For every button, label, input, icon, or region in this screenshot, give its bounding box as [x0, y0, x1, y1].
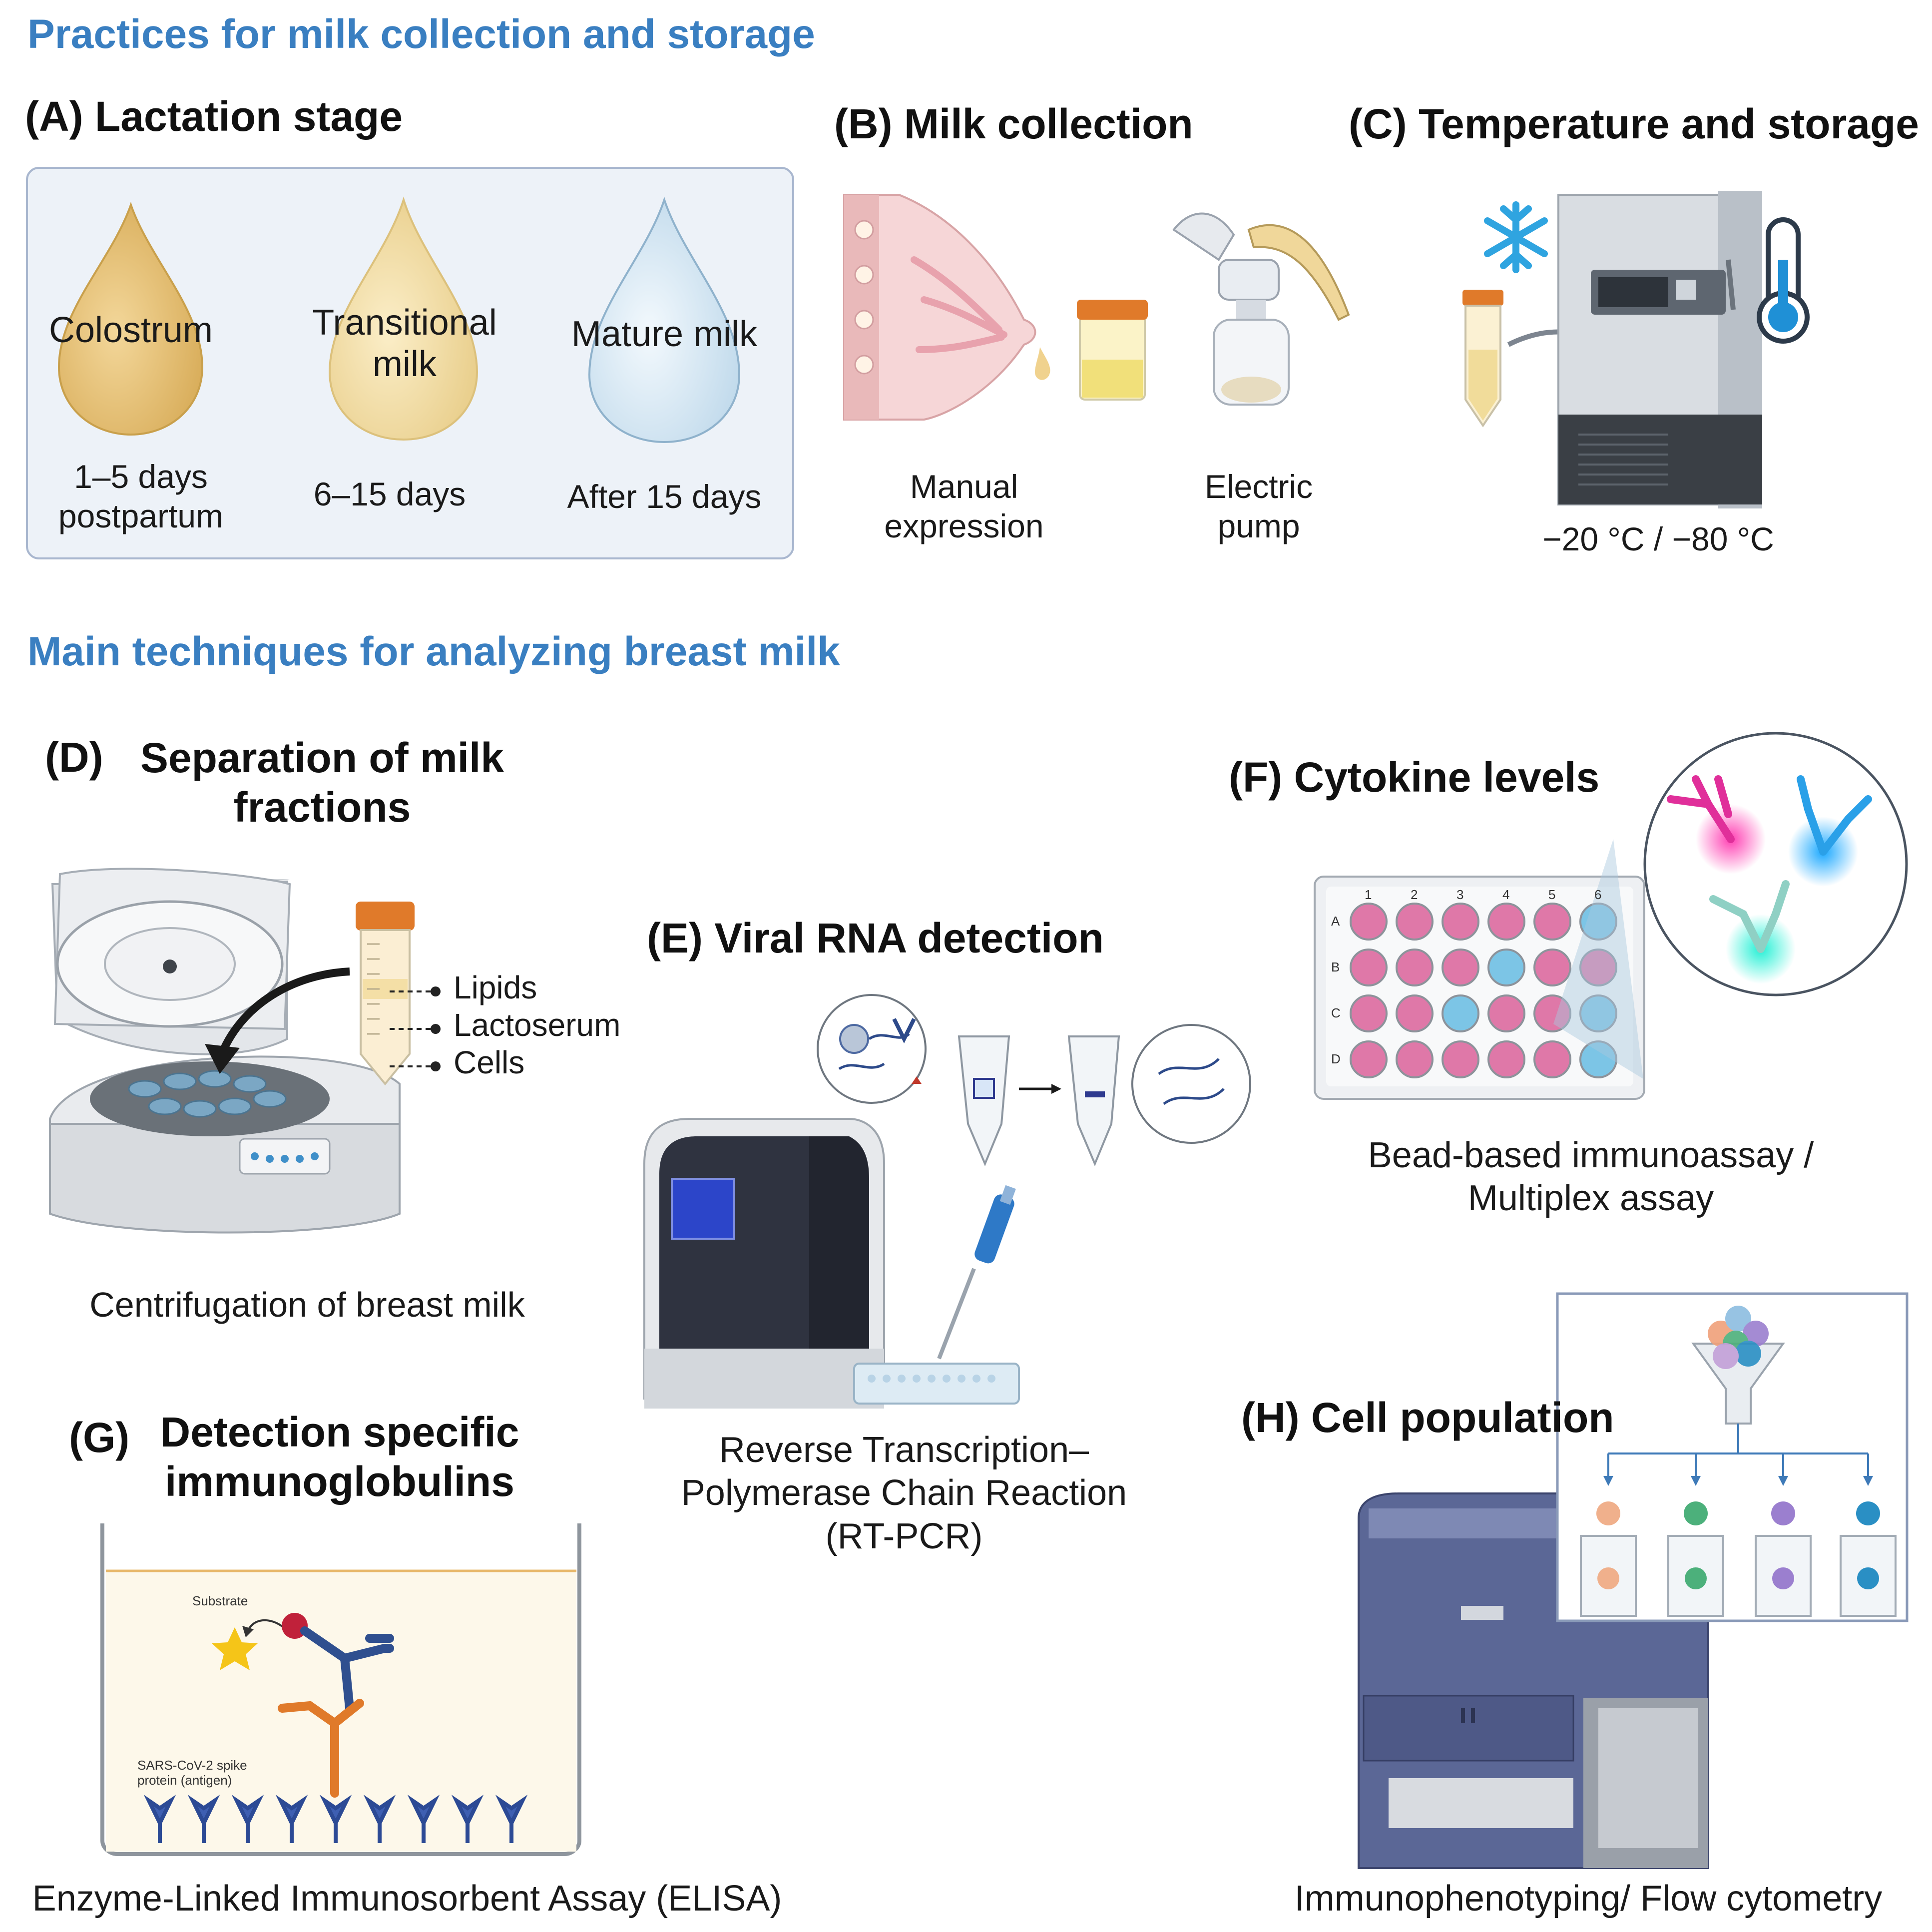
plate-well	[1396, 903, 1434, 941]
panel-e-title: (E) Viral RNA detection	[647, 915, 1104, 962]
centrifuge-icon	[49, 868, 401, 1234]
spike-antigen	[275, 1795, 308, 1843]
plate-well	[1396, 994, 1434, 1032]
microtube-icon	[958, 1024, 1251, 1167]
breast-illustration-icon	[843, 194, 1050, 421]
panel-d-title: Separation of milk fractions	[140, 734, 504, 831]
plate-column-label: 3	[1456, 887, 1464, 902]
plate-well	[1533, 994, 1571, 1032]
plate-well	[1579, 903, 1617, 941]
panel-a-title: (A) Lactation stage	[25, 93, 403, 140]
multiplex-caption: Bead-based immunoassay / Multiplex assay	[1368, 1135, 1814, 1219]
snowflake-icon	[1484, 201, 1548, 273]
panel-b-title: (B) Milk collection	[834, 100, 1193, 147]
flow-cytometry-caption: Immunophenotyping/ Flow cytometry	[1294, 1879, 1883, 1919]
mature-label: Mature milk	[571, 314, 758, 354]
plate-well	[1442, 949, 1479, 986]
falcon-tube-icon	[356, 902, 441, 1086]
plate-column-label: 1	[1365, 887, 1372, 902]
plate-well	[1533, 949, 1571, 986]
panel-g-title: Detection specific immunoglobulins	[160, 1409, 519, 1505]
panel-d-tag: (D)	[45, 734, 103, 781]
pcr-machine-icon	[643, 1118, 885, 1409]
colostrum-label: Colostrum	[31, 310, 231, 351]
electric-pump-icon	[1172, 212, 1350, 406]
colostrum-drop	[57, 201, 204, 436]
plate-well	[1579, 949, 1617, 986]
mature-drop	[588, 196, 741, 444]
plate-row-label: B	[1331, 960, 1340, 974]
electric-pump-caption: Electric pump	[1204, 468, 1313, 545]
magnifier-cone	[1553, 839, 1643, 1079]
plate-well	[1350, 949, 1388, 986]
plate-well	[1396, 949, 1434, 986]
collection-section-title: Practices for milk collection and storag…	[27, 11, 815, 57]
collection-cup-icon	[1077, 300, 1148, 401]
plate-well	[1396, 1040, 1434, 1078]
plate-row-label: C	[1331, 1005, 1341, 1020]
manual-expression-caption: Manual expression	[884, 468, 1044, 545]
plate-well	[1487, 903, 1525, 941]
plate-row-label: D	[1331, 1051, 1341, 1066]
mature-caption: After 15 days	[567, 478, 762, 515]
freezer-icon	[1557, 191, 1762, 508]
spike-antigen	[319, 1795, 352, 1843]
plate-well	[1533, 1040, 1571, 1078]
plate-well	[1487, 949, 1525, 986]
plate-column-label: 6	[1594, 887, 1602, 902]
sample-tube-icon	[1462, 290, 1503, 428]
plate-well	[1579, 1040, 1617, 1078]
panel-c-title: (C) Temperature and storage	[1349, 100, 1919, 147]
spike-antigens	[143, 1795, 528, 1843]
plate-well	[1533, 903, 1571, 941]
panel-f-title: (F) Cytokine levels	[1229, 754, 1600, 801]
plate-well	[1442, 1040, 1479, 1078]
plate-well	[1442, 903, 1479, 941]
transitional-caption: 6–15 days	[313, 476, 466, 512]
plate-row-label: A	[1331, 914, 1340, 929]
spike-antigen	[451, 1795, 484, 1843]
substrate-label: Substrate	[192, 1593, 248, 1608]
cell-sorting-inset	[1556, 1292, 1909, 1622]
plate-column-label: 2	[1411, 887, 1418, 902]
plate-well	[1350, 994, 1388, 1032]
drop-label-text: Colostrum	[48, 310, 213, 350]
elisa-well-icon	[100, 1523, 581, 1856]
plate-column-label: 5	[1548, 887, 1556, 902]
lipids-label: Lipids	[454, 969, 537, 1005]
centrifugation-caption: Centrifugation of breast milk	[89, 1285, 525, 1324]
plate-wells	[1350, 903, 1617, 1078]
plate-well	[1350, 903, 1388, 941]
antibody-zoom-bubble-icon	[1643, 732, 1908, 996]
plate-column-label: 4	[1502, 887, 1510, 902]
elisa-caption: Enzyme-Linked Immunosorbent Assay (ELISA…	[32, 1879, 782, 1919]
panel-h-title: (H) Cell population	[1241, 1394, 1614, 1441]
thermometer-icon	[1757, 217, 1810, 344]
spike-antigen	[407, 1795, 440, 1843]
plate-well	[1487, 1040, 1525, 1078]
panel-g-tag: (G)	[69, 1414, 130, 1461]
spike-antigen	[363, 1795, 396, 1843]
rt-pcr-caption: Reverse Transcription– Polymerase Chain …	[681, 1430, 1127, 1556]
analysis-section-title: Main techniques for analyzing breast mil…	[27, 629, 840, 674]
antigen-label: SARS-CoV-2 spike protein (antigen)	[137, 1758, 247, 1788]
storage-temperature-caption: −20 °C / −80 °C	[1542, 520, 1774, 557]
spike-antigen	[143, 1795, 176, 1843]
plate-well	[1487, 994, 1525, 1032]
spike-antigen	[187, 1795, 220, 1843]
lactoserum-label: Lactoserum	[454, 1007, 621, 1043]
transitional-drop	[328, 196, 479, 441]
spike-antigen	[495, 1795, 528, 1843]
transitional-label: Transitional milk	[312, 303, 497, 384]
spike-antigen	[231, 1795, 264, 1843]
plate-well	[1579, 994, 1617, 1032]
cells-label: Cells	[454, 1044, 525, 1080]
virus-rna-bubble-icon	[817, 994, 927, 1104]
plate-well	[1442, 994, 1479, 1032]
pipette-icon	[853, 1185, 1020, 1405]
plate-well	[1350, 1040, 1388, 1078]
colostrum-caption: 1–5 days postpartum	[58, 458, 224, 535]
